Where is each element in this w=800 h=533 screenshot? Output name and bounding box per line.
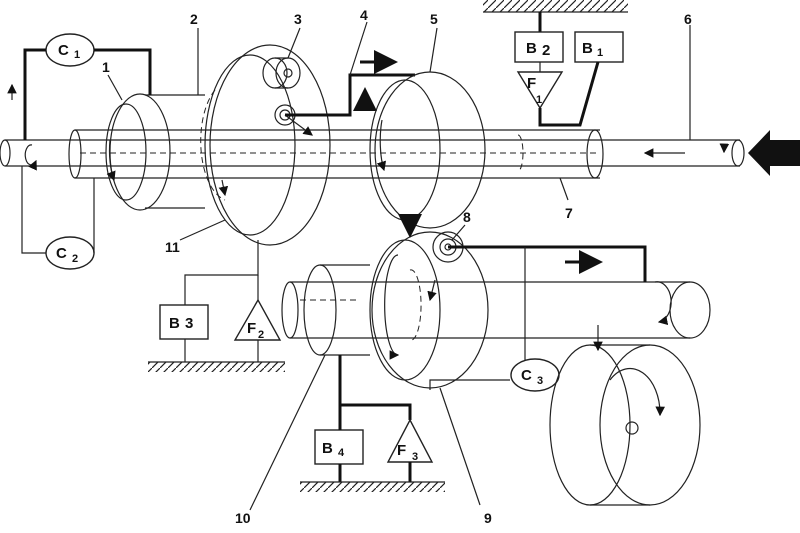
b3-link [184,240,259,305]
svg-text:F: F [527,75,536,92]
brake-b3: B 3 [159,304,209,340]
ground-bottom [300,481,445,492]
svg-text:2: 2 [72,253,78,265]
svg-text:F: F [397,442,406,459]
freewheel-f2: F 2 [233,298,282,341]
input-torque-arrow [748,130,800,176]
svg-text:B: B [322,440,333,457]
carrier-8-link [448,245,647,282]
part-number-4: 4 [360,7,368,23]
svg-text:3: 3 [412,451,418,463]
freewheel-f3: F 3 [386,418,434,463]
part-number-2: 2 [190,11,198,27]
c1-left-link [23,48,46,140]
svg-text:4: 4 [338,447,345,459]
gear-9 [369,231,489,389]
svg-text:1: 1 [536,94,542,106]
svg-text:2: 2 [258,329,264,341]
c1-right-link [94,48,152,95]
shaft-rotation-arrow [719,143,730,154]
svg-text:B: B [169,315,180,332]
svg-text:C: C [521,367,532,384]
part-number-7: 7 [565,205,573,221]
ground-top [483,0,628,13]
svg-text:B: B [582,40,593,57]
b4-f3-link [338,355,412,420]
part-number-8: 8 [463,209,471,225]
brake-b1: B 1 [574,31,624,63]
part-number-10: 10 [235,510,251,526]
carrier-link [285,73,415,117]
output-shaft [281,281,711,339]
svg-text:2: 2 [542,42,550,59]
drum-2 [105,93,205,211]
svg-text:3: 3 [537,375,543,387]
input-shaft [0,139,745,167]
brake-b2: B 2 [514,31,564,63]
svg-text:B: B [526,40,537,57]
part-number-5: 5 [430,11,438,27]
ring-gear-11 [200,44,331,246]
part-number-1: 1 [102,59,110,75]
gear-5 [369,71,486,229]
clutch-c3: C 3 [510,358,560,392]
left-rotation-arrow [24,144,37,171]
c3-link-lower [429,379,510,390]
part-number-9: 9 [484,510,492,526]
output-wheel [549,325,701,506]
part-number-3: 3 [294,11,302,27]
brake-b4: B 4 [314,429,364,465]
bottom-ground-legs [338,462,412,482]
svg-text:1: 1 [74,49,80,61]
svg-text:C: C [56,245,67,262]
c2-links [21,166,95,254]
ground-left [148,361,285,372]
left-ground-legs [184,339,259,362]
part-number-11: 11 [165,239,180,255]
svg-text:1: 1 [597,47,603,59]
drum-10 [303,264,370,356]
svg-text:F: F [247,320,256,337]
svg-text:3: 3 [185,315,193,332]
leader-lines [107,21,691,511]
part-number-6: 6 [684,11,692,27]
clutch-c2: C 2 [45,236,95,270]
svg-text:C: C [58,42,69,59]
clutch-c1: C 1 [45,33,95,67]
f1-b1-link [538,61,600,127]
outer-tube [68,129,604,179]
freewheel-f1: F 1 [516,71,564,110]
